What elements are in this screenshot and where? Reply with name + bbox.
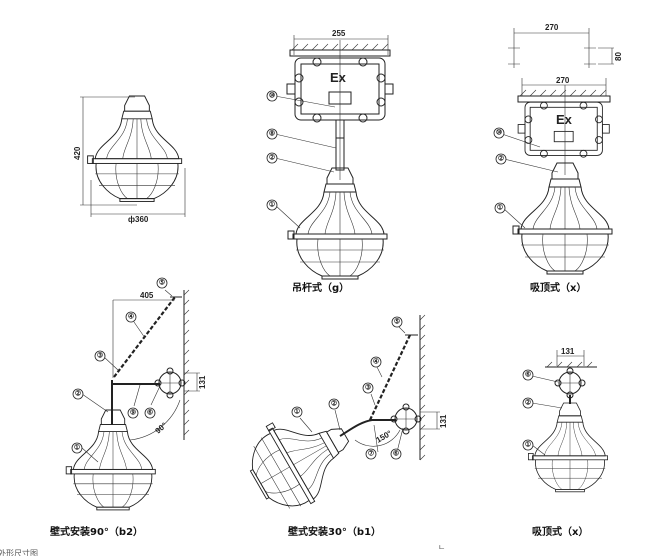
callout-3: ③ xyxy=(365,384,371,392)
callout-2: ② xyxy=(525,399,531,407)
callout-7: ⑦ xyxy=(368,450,374,458)
callout-4: ④ xyxy=(373,358,379,366)
hole-spacing-dim: 270 xyxy=(545,23,559,32)
ceiling-view-top: 270 80 270 Ex ⑩ ② ① 吸顶式（x） xyxy=(493,23,623,294)
ceiling-view-bottom: 131 ⑥ ② ① 吸顶式（x） xyxy=(522,347,608,538)
pendant-view: 255 Ex ⑩ ⑧ ② ① 吊杆式（g） xyxy=(266,29,394,294)
callout-6: ⑥ xyxy=(393,450,399,458)
callout-2: ② xyxy=(331,400,337,408)
callout-5: ⑤ xyxy=(159,279,165,287)
caption-wall-30: 壁式安装30°（b1） xyxy=(288,525,381,538)
wall-90-view: 405 131 90° ⑤ ④ ③ ② ① ⑨ ⑥ 壁式安装90°（b2） xyxy=(50,277,207,538)
callout-1: ① xyxy=(74,444,80,452)
width-dim: 131 xyxy=(561,347,575,356)
callout-1: ① xyxy=(497,204,503,212)
callout-4: ④ xyxy=(128,313,134,321)
callout-2: ② xyxy=(269,154,275,162)
ex-mark: Ex xyxy=(330,70,347,85)
footer-mark: ㄴ xyxy=(438,543,445,552)
diameter-dim: ф360 xyxy=(128,215,149,224)
caption-pendant: 吊杆式（g） xyxy=(292,281,349,294)
overall-view: 420 ф360 xyxy=(73,95,186,224)
callout-1: ① xyxy=(269,201,275,209)
arm-dim: 405 xyxy=(140,291,154,300)
callout-2: ② xyxy=(498,155,504,163)
callout-10: ⑩ xyxy=(496,129,502,137)
angle-label: 90° xyxy=(154,421,169,436)
angle-label: 150° xyxy=(375,429,394,445)
hole-depth-dim: 80 xyxy=(614,52,623,61)
callout-1: ① xyxy=(525,441,531,449)
footer-text: …外形尺寸图 xyxy=(0,548,38,556)
callout-6: ⑥ xyxy=(525,371,531,379)
callout-8: ⑧ xyxy=(269,130,275,138)
callout-2: ② xyxy=(75,390,81,398)
callout-6: ⑥ xyxy=(147,409,153,417)
caption-wall-90: 壁式安装90°（b2） xyxy=(50,525,143,538)
ex-mark: Ex xyxy=(556,112,573,127)
callout-9: ⑨ xyxy=(130,409,136,417)
height-dim: 131 xyxy=(439,414,448,428)
callout-1: ① xyxy=(294,408,300,416)
width-dim: 270 xyxy=(556,76,570,85)
height-dim: 131 xyxy=(198,375,207,389)
callouts: ⑩ ⑧ ② ① xyxy=(266,90,337,229)
height-dim: 420 xyxy=(73,146,82,160)
wall-30-view: 131 150° ⑤ ④ ③ ② ① ⑦ ⑥ 壁式安装30°（b1） xyxy=(234,314,448,538)
callout-3: ③ xyxy=(97,352,103,360)
width-dim: 255 xyxy=(332,29,346,38)
caption-ceiling-top: 吸顶式（x） xyxy=(530,281,586,294)
caption-ceiling-bottom: 吸顶式（x） xyxy=(532,525,588,538)
callout-10: ⑩ xyxy=(269,92,275,100)
callout-5: ⑤ xyxy=(394,318,400,326)
